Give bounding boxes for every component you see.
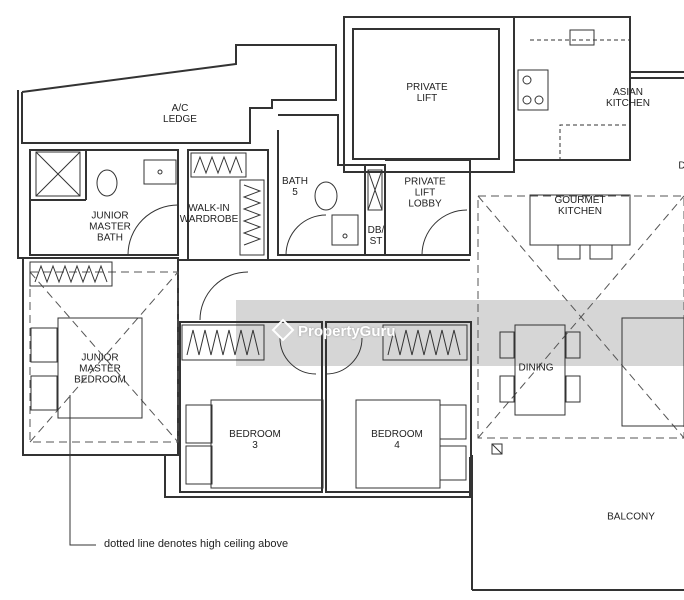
label-walk-in-wardrobe: WALK-IN WARDROBE [179,203,239,225]
furniture [30,317,684,489]
kitchen-fixtures [517,29,631,260]
label-junior-master-bedroom: JUNIOR MASTER BEDROOM [74,352,126,386]
label-private-lift-lobby: PRIVATE LIFT LOBBY [404,176,446,210]
bath-fixtures [35,151,383,246]
label-ac-ledge: A/C LEDGE [163,103,197,125]
label-junior-master-bath: JUNIOR MASTER BATH [89,210,131,244]
label-edge-letter: D [678,160,684,172]
ceiling-note: dotted line denotes high ceiling above [104,538,289,550]
walls [17,16,684,591]
label-balcony: BALCONY [607,511,655,523]
label-bedroom4: BEDROOM 4 [371,429,423,451]
watermark-text: PropertyGuru [298,323,396,340]
propertyguru-logo-icon [271,318,295,342]
label-gourmet-kitchen: GOURMET KITCHEN [554,195,606,217]
note-leader [69,395,96,546]
label-bedroom3: BEDROOM 3 [229,429,281,451]
wardrobes [29,152,468,361]
label-dining: DINING [518,362,554,374]
label-bath5: BATH 5 [282,176,308,198]
label-private-lift: PRIVATE LIFT [406,82,448,104]
door-swings [127,204,468,375]
label-asian-kitchen: ASIAN KITCHEN [606,87,650,109]
label-db-st: DB/ ST [367,225,385,247]
high-ceiling-lines [29,195,684,443]
